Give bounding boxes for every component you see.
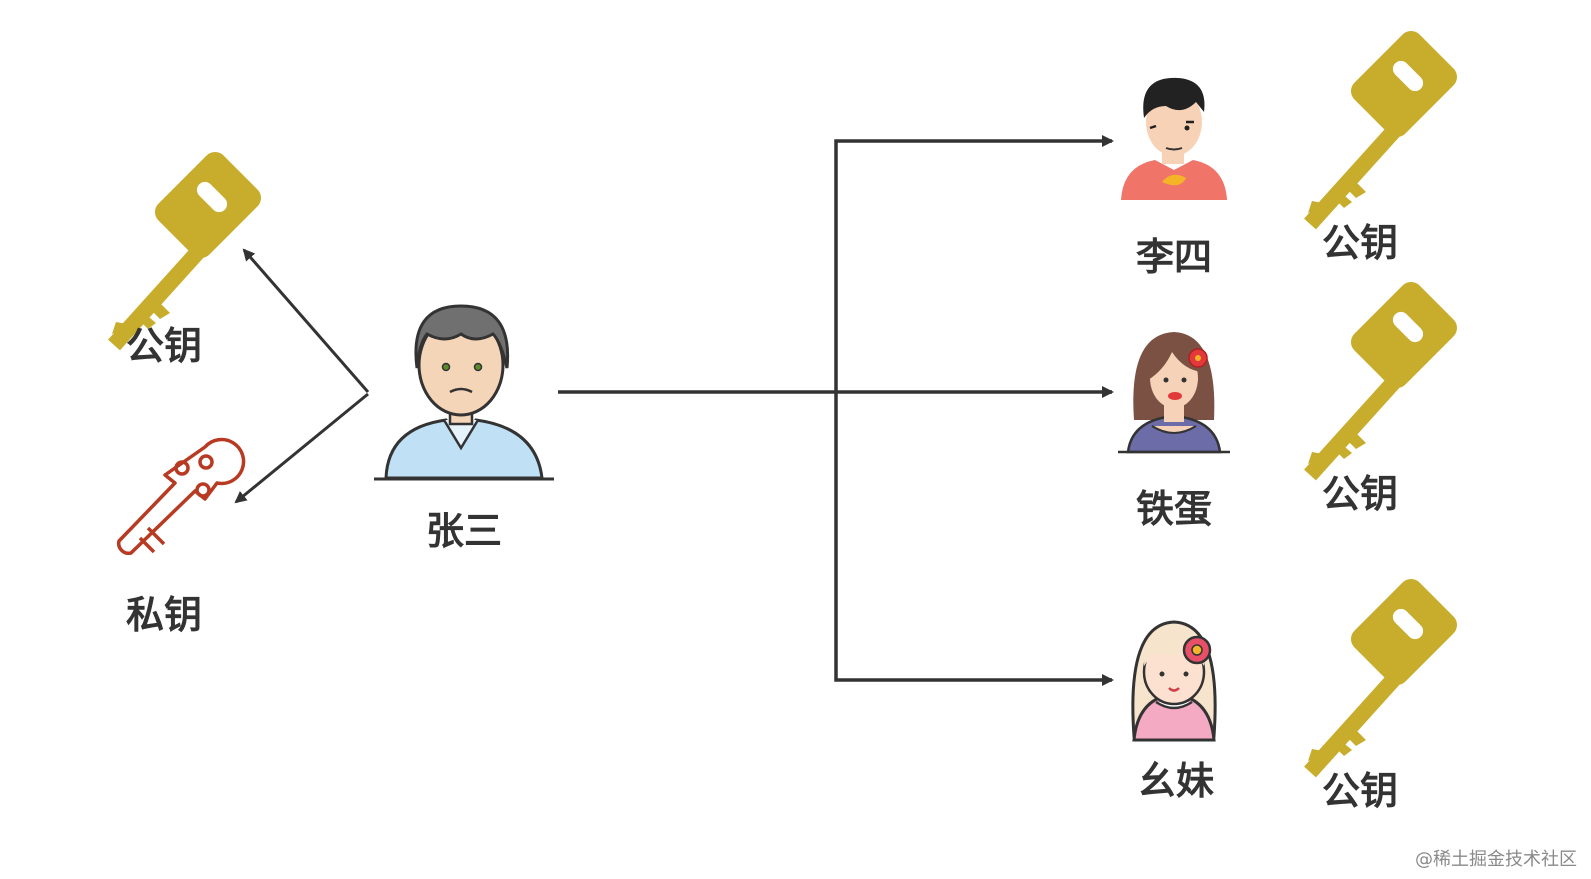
- man-avatar-icon: [374, 306, 554, 479]
- arrow-to-public-key: [244, 250, 368, 392]
- recipient-public-key-label: 公钥: [1322, 463, 1398, 518]
- recipient-public-key-label: 公钥: [1322, 212, 1398, 267]
- arrow-to-private-key: [236, 394, 368, 502]
- arrow-to-yaomei: [836, 392, 1112, 680]
- girl-with-flower-avatar-icon: [1133, 622, 1215, 740]
- arrow-to-lisi: [836, 141, 1112, 392]
- sender-private-key-label: 私钥: [126, 584, 202, 639]
- recipient-name-label: 幺妹: [1138, 750, 1214, 805]
- gold-key-icon: [1308, 574, 1462, 772]
- recipient-name-label: 铁蛋: [1136, 478, 1212, 533]
- recipient-public-key-label: 公钥: [1322, 760, 1398, 815]
- watermark: @稀土掘金技术社区: [1415, 845, 1577, 871]
- gold-key-icon: [1308, 277, 1462, 475]
- recipient-name-label: 李四: [1136, 226, 1212, 281]
- red-key-icon: [119, 439, 244, 553]
- gold-key-icon: [1308, 26, 1462, 224]
- sender-public-key-label: 公钥: [126, 315, 202, 370]
- woman-with-flower-avatar-icon: [1118, 332, 1230, 452]
- young-man-avatar-icon: [1121, 78, 1227, 200]
- sender-name-label: 张三: [426, 500, 502, 555]
- arrows: [236, 141, 1112, 680]
